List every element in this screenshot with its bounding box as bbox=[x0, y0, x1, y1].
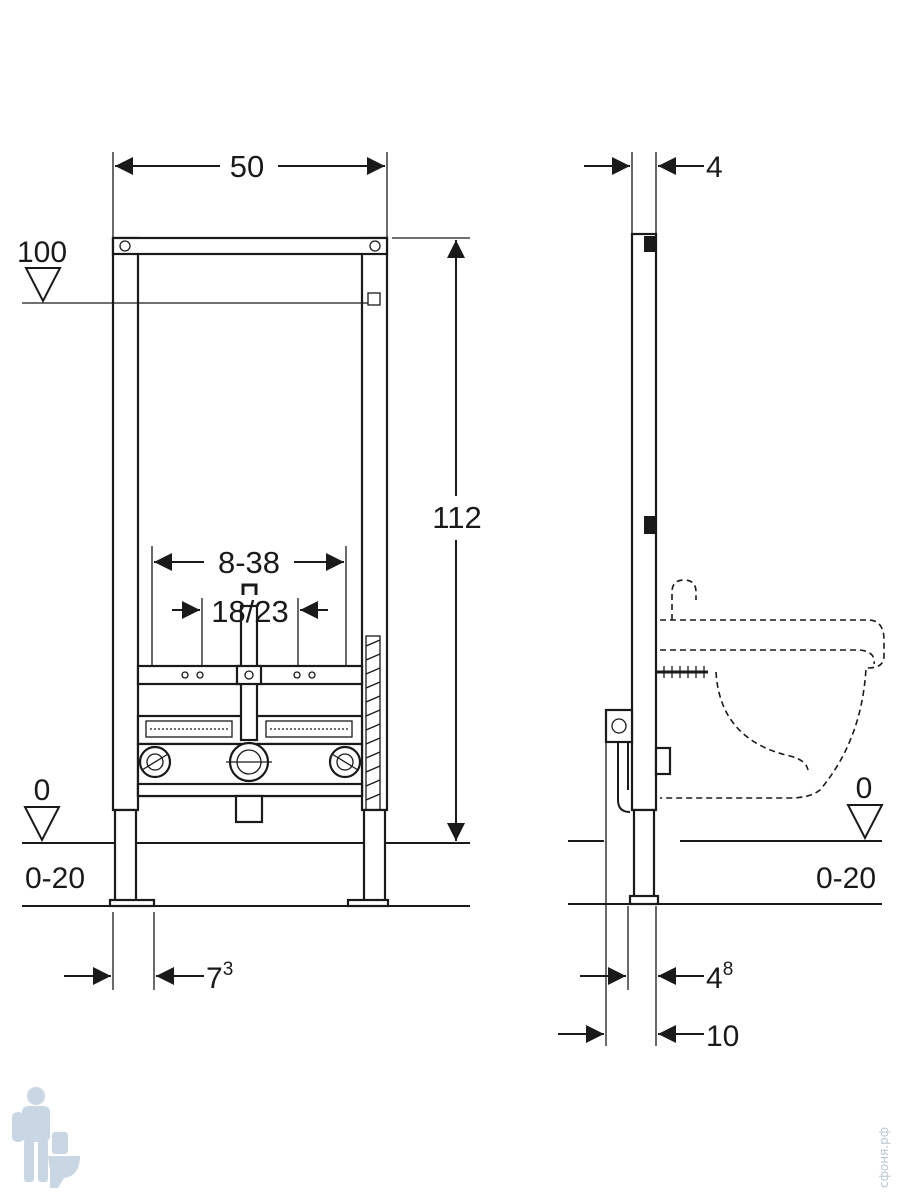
plumber-mascot-icon bbox=[12, 1087, 80, 1188]
front-left-foot bbox=[113, 808, 138, 904]
front-right-foot-plate bbox=[346, 898, 390, 908]
side-level-floor-label: 0 bbox=[856, 772, 873, 805]
front-level-top-triangle bbox=[24, 267, 62, 304]
front-floor-range-label: 0-20 bbox=[25, 862, 85, 895]
front-right-leg bbox=[360, 236, 389, 812]
front-top-rail bbox=[111, 236, 389, 256]
front-level-marker bbox=[367, 292, 381, 306]
side-view: 4 0 0-20 48 10 bbox=[558, 151, 885, 1053]
side-offset-label: 48 bbox=[706, 959, 733, 995]
front-width-label: 50 bbox=[230, 149, 264, 184]
front-right-foot bbox=[362, 808, 387, 904]
front-right-leg-hatch bbox=[365, 639, 381, 801]
front-height-label: 112 bbox=[432, 500, 481, 535]
front-left-foot-plate bbox=[108, 898, 156, 908]
front-right-leg-plate bbox=[365, 635, 381, 811]
front-foot-offset-label: 73 bbox=[206, 959, 233, 995]
front-level-floor-triangle bbox=[23, 806, 61, 843]
front-left-leg bbox=[111, 236, 140, 812]
front-top-left-bolt bbox=[119, 240, 131, 252]
side-level-floor-triangle bbox=[846, 804, 884, 841]
side-floor-range-label: 0-20 bbox=[816, 862, 876, 895]
side-foot bbox=[632, 808, 656, 902]
front-level-floor-label: 0 bbox=[34, 774, 51, 807]
side-drain-bracket bbox=[604, 708, 634, 744]
front-view: 50 112 100 0 0-20 8-38 18/23 73 bbox=[17, 149, 482, 995]
front-level-top-label: 100 bbox=[17, 236, 67, 269]
front-fitting-spacing-label: 18/23 bbox=[211, 594, 289, 629]
side-depth-label: 4 bbox=[706, 151, 723, 184]
side-drain-pipe bbox=[617, 742, 631, 813]
side-faucet-outline bbox=[671, 579, 697, 620]
side-bidet-outline bbox=[660, 619, 885, 799]
side-total-depth-label: 10 bbox=[706, 1020, 739, 1053]
front-top-right-bolt bbox=[369, 240, 381, 252]
watermark-text: сфоня.рф bbox=[877, 1127, 891, 1188]
front-drain-stub bbox=[234, 794, 264, 824]
front-fitting-range-label: 8-38 bbox=[218, 545, 280, 580]
